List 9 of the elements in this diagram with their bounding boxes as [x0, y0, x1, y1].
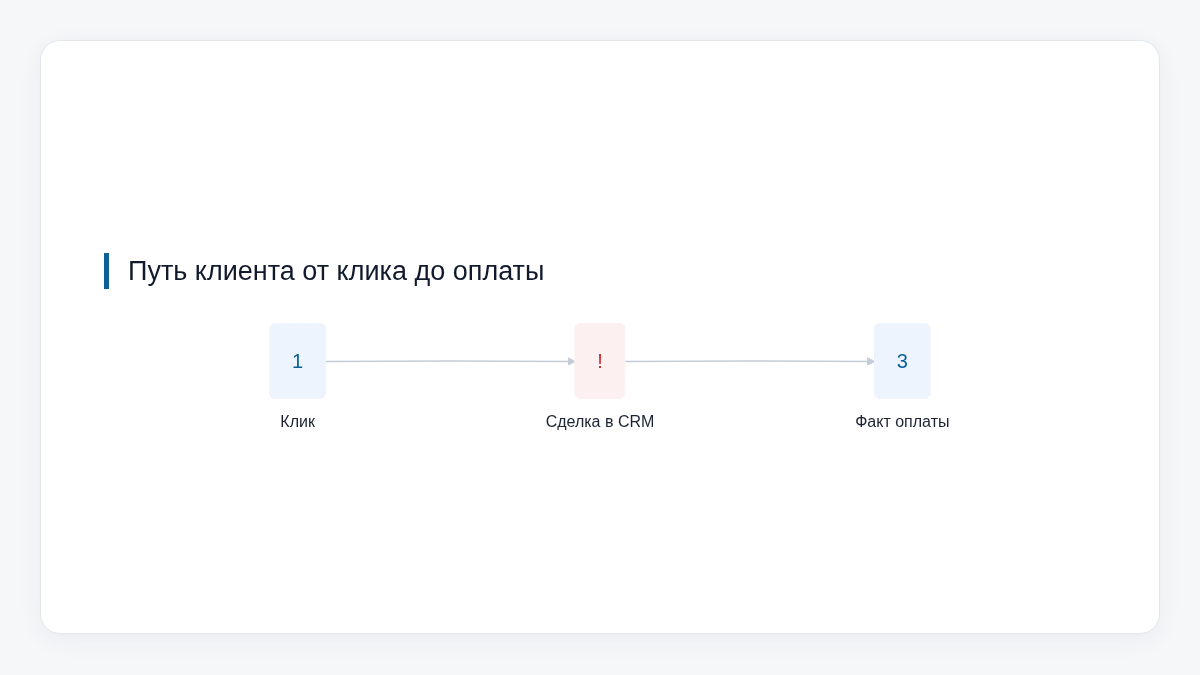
step-caption: Факт оплаты: [855, 412, 950, 432]
step-box: 1: [269, 323, 326, 399]
arrow: [324, 357, 577, 366]
arrow: [624, 357, 876, 366]
step-box: 3: [874, 323, 931, 399]
diagram-title: Путь клиента от клика до оплаты: [128, 255, 545, 287]
step-caption: Клик: [280, 412, 315, 432]
step-box: !: [574, 323, 626, 399]
step-caption: Сделка в CRM: [545, 412, 655, 432]
